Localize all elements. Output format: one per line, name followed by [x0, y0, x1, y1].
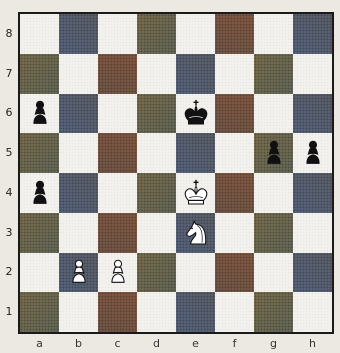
square-h6[interactable] [293, 94, 332, 134]
square-h8[interactable] [293, 14, 332, 54]
rank-label-3: 3 [3, 226, 15, 239]
rank-label-2: 2 [3, 265, 15, 278]
black-pawn-icon[interactable] [297, 137, 329, 169]
file-label-d: d [147, 337, 167, 350]
square-h3[interactable] [293, 213, 332, 253]
rank-label-8: 8 [3, 27, 15, 40]
square-h4[interactable] [293, 173, 332, 213]
square-f3[interactable] [215, 213, 254, 253]
square-c6[interactable] [98, 94, 137, 134]
square-a8[interactable] [20, 14, 59, 54]
square-a4[interactable] [20, 173, 59, 213]
square-f5[interactable] [215, 133, 254, 173]
square-c7[interactable] [98, 54, 137, 94]
file-label-a: a [30, 337, 50, 350]
square-b1[interactable] [59, 292, 98, 332]
square-f8[interactable] [215, 14, 254, 54]
black-pawn-icon[interactable] [24, 177, 56, 209]
square-g5[interactable] [254, 133, 293, 173]
rank-label-7: 7 [3, 67, 15, 80]
square-f2[interactable] [215, 253, 254, 293]
square-c3[interactable] [98, 213, 137, 253]
square-b8[interactable] [59, 14, 98, 54]
black-pawn-icon[interactable] [258, 137, 290, 169]
square-e7[interactable] [176, 54, 215, 94]
square-g2[interactable] [254, 253, 293, 293]
square-b6[interactable] [59, 94, 98, 134]
white-king-icon[interactable] [180, 177, 212, 209]
square-a1[interactable] [20, 292, 59, 332]
black-pawn-icon[interactable] [24, 97, 56, 129]
square-c2[interactable] [98, 253, 137, 293]
file-label-f: f [225, 337, 245, 350]
square-g4[interactable] [254, 173, 293, 213]
black-king-icon[interactable] [180, 97, 212, 129]
square-d8[interactable] [137, 14, 176, 54]
square-e4[interactable] [176, 173, 215, 213]
square-d6[interactable] [137, 94, 176, 134]
cropped-caption [14, 0, 334, 8]
square-b2[interactable] [59, 253, 98, 293]
file-label-c: c [108, 337, 128, 350]
square-e1[interactable] [176, 292, 215, 332]
square-b4[interactable] [59, 173, 98, 213]
rank-label-1: 1 [3, 305, 15, 318]
square-g3[interactable] [254, 213, 293, 253]
square-g7[interactable] [254, 54, 293, 94]
square-h5[interactable] [293, 133, 332, 173]
square-h2[interactable] [293, 253, 332, 293]
square-e8[interactable] [176, 14, 215, 54]
square-a6[interactable] [20, 94, 59, 134]
square-f1[interactable] [215, 292, 254, 332]
square-f6[interactable] [215, 94, 254, 134]
square-a3[interactable] [20, 213, 59, 253]
square-h7[interactable] [293, 54, 332, 94]
white-pawn-icon[interactable] [102, 256, 134, 288]
square-b5[interactable] [59, 133, 98, 173]
white-pawn-icon[interactable] [63, 256, 95, 288]
rank-label-5: 5 [3, 146, 15, 159]
square-g8[interactable] [254, 14, 293, 54]
square-c4[interactable] [98, 173, 137, 213]
square-d7[interactable] [137, 54, 176, 94]
square-a7[interactable] [20, 54, 59, 94]
square-a2[interactable] [20, 253, 59, 293]
square-g6[interactable] [254, 94, 293, 134]
rank-label-4: 4 [3, 186, 15, 199]
rank-label-6: 6 [3, 106, 15, 119]
square-c8[interactable] [98, 14, 137, 54]
square-c5[interactable] [98, 133, 137, 173]
file-label-e: e [186, 337, 206, 350]
square-e6[interactable] [176, 94, 215, 134]
white-knight-icon[interactable] [180, 217, 212, 249]
square-b3[interactable] [59, 213, 98, 253]
square-f4[interactable] [215, 173, 254, 213]
square-d2[interactable] [137, 253, 176, 293]
square-e5[interactable] [176, 133, 215, 173]
square-g1[interactable] [254, 292, 293, 332]
square-d4[interactable] [137, 173, 176, 213]
square-b7[interactable] [59, 54, 98, 94]
square-e2[interactable] [176, 253, 215, 293]
file-label-h: h [303, 337, 323, 350]
square-d5[interactable] [137, 133, 176, 173]
square-e3[interactable] [176, 213, 215, 253]
square-d1[interactable] [137, 292, 176, 332]
square-a5[interactable] [20, 133, 59, 173]
square-h1[interactable] [293, 292, 332, 332]
square-d3[interactable] [137, 213, 176, 253]
square-f7[interactable] [215, 54, 254, 94]
square-c1[interactable] [98, 292, 137, 332]
file-label-b: b [69, 337, 89, 350]
chess-board[interactable] [18, 12, 334, 334]
file-label-g: g [264, 337, 284, 350]
